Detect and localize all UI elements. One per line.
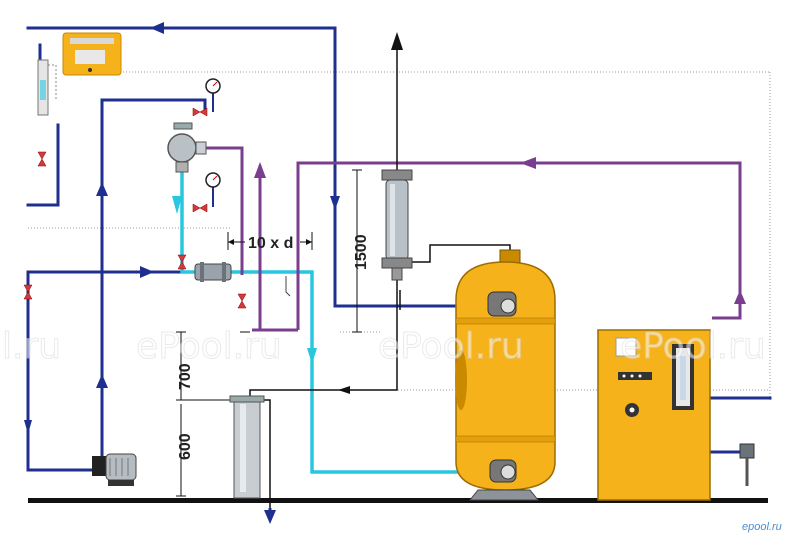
inline-meter-icon xyxy=(194,262,291,297)
arrow-up xyxy=(254,162,266,178)
pressure-gauge-icon xyxy=(205,172,221,207)
arrow-up xyxy=(734,290,746,304)
floor-line xyxy=(28,498,768,503)
return-flow-arrows xyxy=(254,157,746,304)
dimension-600: 600 xyxy=(177,433,194,460)
arrow-down xyxy=(330,196,340,210)
arrow-up xyxy=(96,374,108,388)
arrow-down xyxy=(307,348,317,364)
dimension-lines xyxy=(176,169,362,497)
circulation-pump-icon xyxy=(167,122,207,173)
watermark: ePool.ru xyxy=(620,326,766,367)
arrow-left xyxy=(150,22,164,34)
sand-filter-tank-icon xyxy=(455,249,556,501)
control-cabinet-icon xyxy=(597,329,711,501)
watermark: ePool.ru xyxy=(136,326,282,367)
main-pump-icon xyxy=(92,453,137,486)
control-unit-icon xyxy=(62,32,122,76)
probe-holder-icon xyxy=(37,59,57,116)
arrow-down xyxy=(24,420,32,434)
valve-icons xyxy=(23,107,247,309)
uv-cartridge-icon xyxy=(381,169,413,281)
arrow-left-drain xyxy=(338,386,350,394)
watermark: l.ru xyxy=(2,326,61,367)
pressure-gauge-icon xyxy=(205,78,221,112)
dimension-1500: 1500 xyxy=(353,234,370,270)
arrow-down-drain xyxy=(264,510,276,524)
return-pipes xyxy=(205,146,742,332)
arrow-right xyxy=(140,266,154,278)
fresh-water-arrows xyxy=(172,196,317,364)
brand-logo-text: epool.ru xyxy=(742,521,782,533)
arrow-down xyxy=(172,196,182,214)
watermark: ePool.ru xyxy=(378,326,524,367)
dimension-700: 700 xyxy=(177,363,194,390)
dimension-10xd: 10 x d xyxy=(248,235,293,252)
fresh-water-pipes xyxy=(180,148,505,474)
balance-tank-column-icon xyxy=(229,395,265,499)
arrow-up xyxy=(96,182,108,196)
arrow-up-vent xyxy=(391,32,403,50)
sensor-probe-icon xyxy=(739,443,755,486)
arrow-left xyxy=(520,157,536,169)
supply-flow-arrows xyxy=(24,22,340,434)
